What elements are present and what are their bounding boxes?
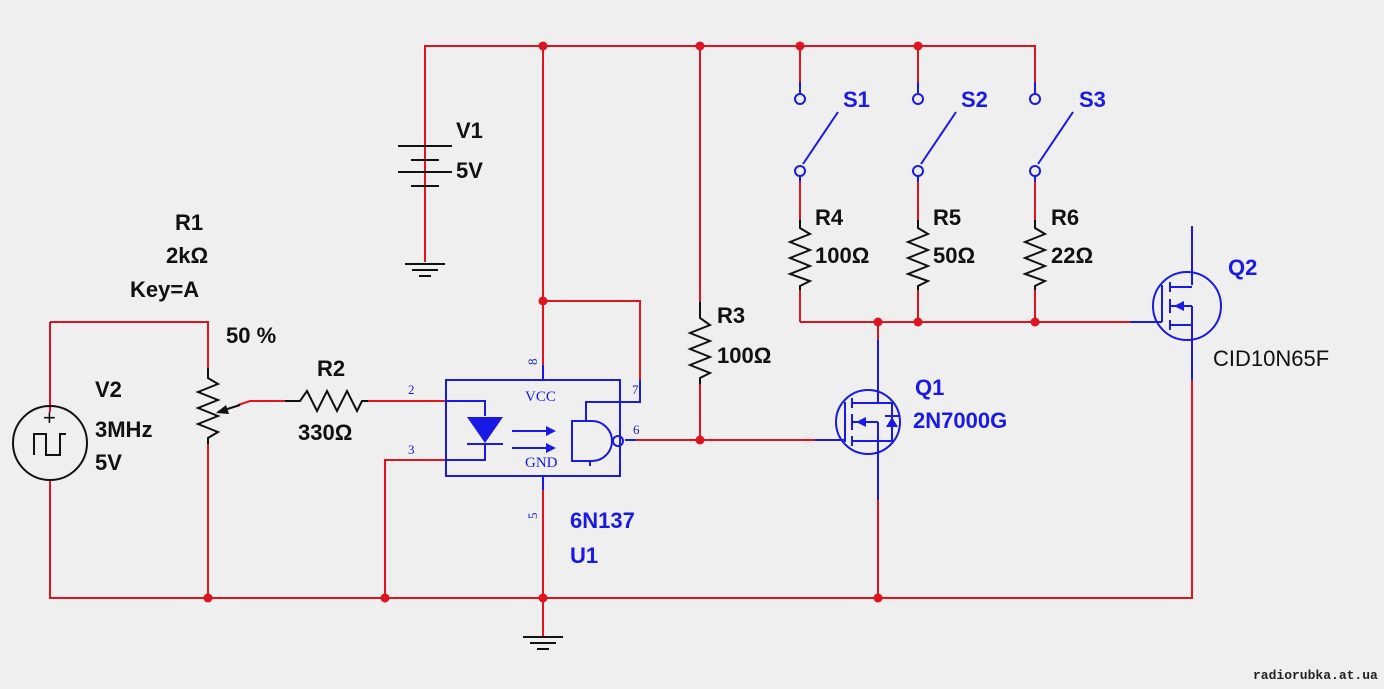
v1-label: V1 bbox=[456, 118, 483, 143]
r5-value: 50Ω bbox=[933, 243, 975, 268]
junctions bbox=[203, 41, 1040, 603]
v1-value: 5V bbox=[456, 158, 483, 183]
watermark-text: radiorubka.at.ua bbox=[1253, 668, 1378, 683]
u1-pin3: 3 bbox=[408, 442, 415, 457]
q2-part: CID10N65F bbox=[1213, 346, 1329, 371]
ground-icon-v1 bbox=[405, 263, 445, 277]
switch-s1[interactable]: S1 bbox=[794, 82, 870, 182]
r2-value: 330Ω bbox=[298, 420, 352, 445]
r3-value: 100Ω bbox=[717, 343, 771, 368]
potentiometer-r1[interactable]: R1 2kΩ Key=A 50 % bbox=[130, 210, 276, 444]
r5-label: R5 bbox=[933, 205, 961, 230]
switch-s3[interactable]: S3 bbox=[1029, 82, 1106, 182]
plus-icon: + bbox=[43, 405, 56, 430]
u1-pin5: 5 bbox=[525, 513, 540, 520]
resistor-r2[interactable]: R2 330Ω bbox=[285, 356, 368, 445]
s1-label: S1 bbox=[843, 87, 870, 112]
resistor-r3[interactable]: R3 100Ω bbox=[687, 302, 771, 384]
u1-pin8: 8 bbox=[525, 359, 540, 366]
ground-icon-main bbox=[523, 636, 563, 650]
battery-v1[interactable]: V1 5V bbox=[398, 118, 483, 187]
optocoupler-u1[interactable]: VCC GND 2 3 7 6 8 5 6N137 U1 bbox=[408, 359, 641, 569]
u1-pin6: 6 bbox=[633, 422, 640, 437]
r1-percent: 50 % bbox=[226, 323, 276, 348]
q1-label: Q1 bbox=[915, 375, 944, 400]
resistor-r4[interactable]: R4 100Ω bbox=[787, 205, 869, 290]
resistor-r5[interactable]: R5 50Ω bbox=[905, 205, 975, 290]
wires bbox=[49, 45, 1193, 636]
u1-part: 6N137 bbox=[570, 508, 635, 533]
u1-pin2: 2 bbox=[408, 382, 415, 397]
clock-source-v2[interactable]: + V2 3MHz 5V bbox=[12, 377, 152, 481]
q2-label: Q2 bbox=[1228, 255, 1257, 280]
r1-label: R1 bbox=[175, 210, 203, 235]
r6-value: 22Ω bbox=[1051, 243, 1093, 268]
s3-label: S3 bbox=[1079, 87, 1106, 112]
s2-label: S2 bbox=[961, 87, 988, 112]
resistor-r6[interactable]: R6 22Ω bbox=[1022, 205, 1093, 290]
r3-label: R3 bbox=[717, 303, 745, 328]
r4-value: 100Ω bbox=[815, 243, 869, 268]
mosfet-q2[interactable]: Q2 CID10N65F bbox=[1130, 226, 1329, 380]
mosfet-q1[interactable]: Q1 2N7000G bbox=[815, 340, 1007, 500]
q1-part: 2N7000G bbox=[913, 408, 1007, 433]
u1-vcc-label: VCC bbox=[525, 389, 556, 405]
u1-pin7: 7 bbox=[632, 382, 639, 397]
v2-amp: 5V bbox=[95, 450, 122, 475]
u1-ref: U1 bbox=[570, 543, 598, 568]
r1-value: 2kΩ bbox=[166, 243, 208, 268]
r2-label: R2 bbox=[317, 356, 345, 381]
r6-label: R6 bbox=[1051, 205, 1079, 230]
r4-label: R4 bbox=[815, 205, 844, 230]
v2-label: V2 bbox=[95, 377, 122, 402]
switch-s2[interactable]: S2 bbox=[912, 82, 988, 182]
u1-gnd-label: GND bbox=[525, 455, 558, 471]
r1-key: Key=A bbox=[130, 277, 199, 302]
v2-freq: 3MHz bbox=[95, 417, 152, 442]
